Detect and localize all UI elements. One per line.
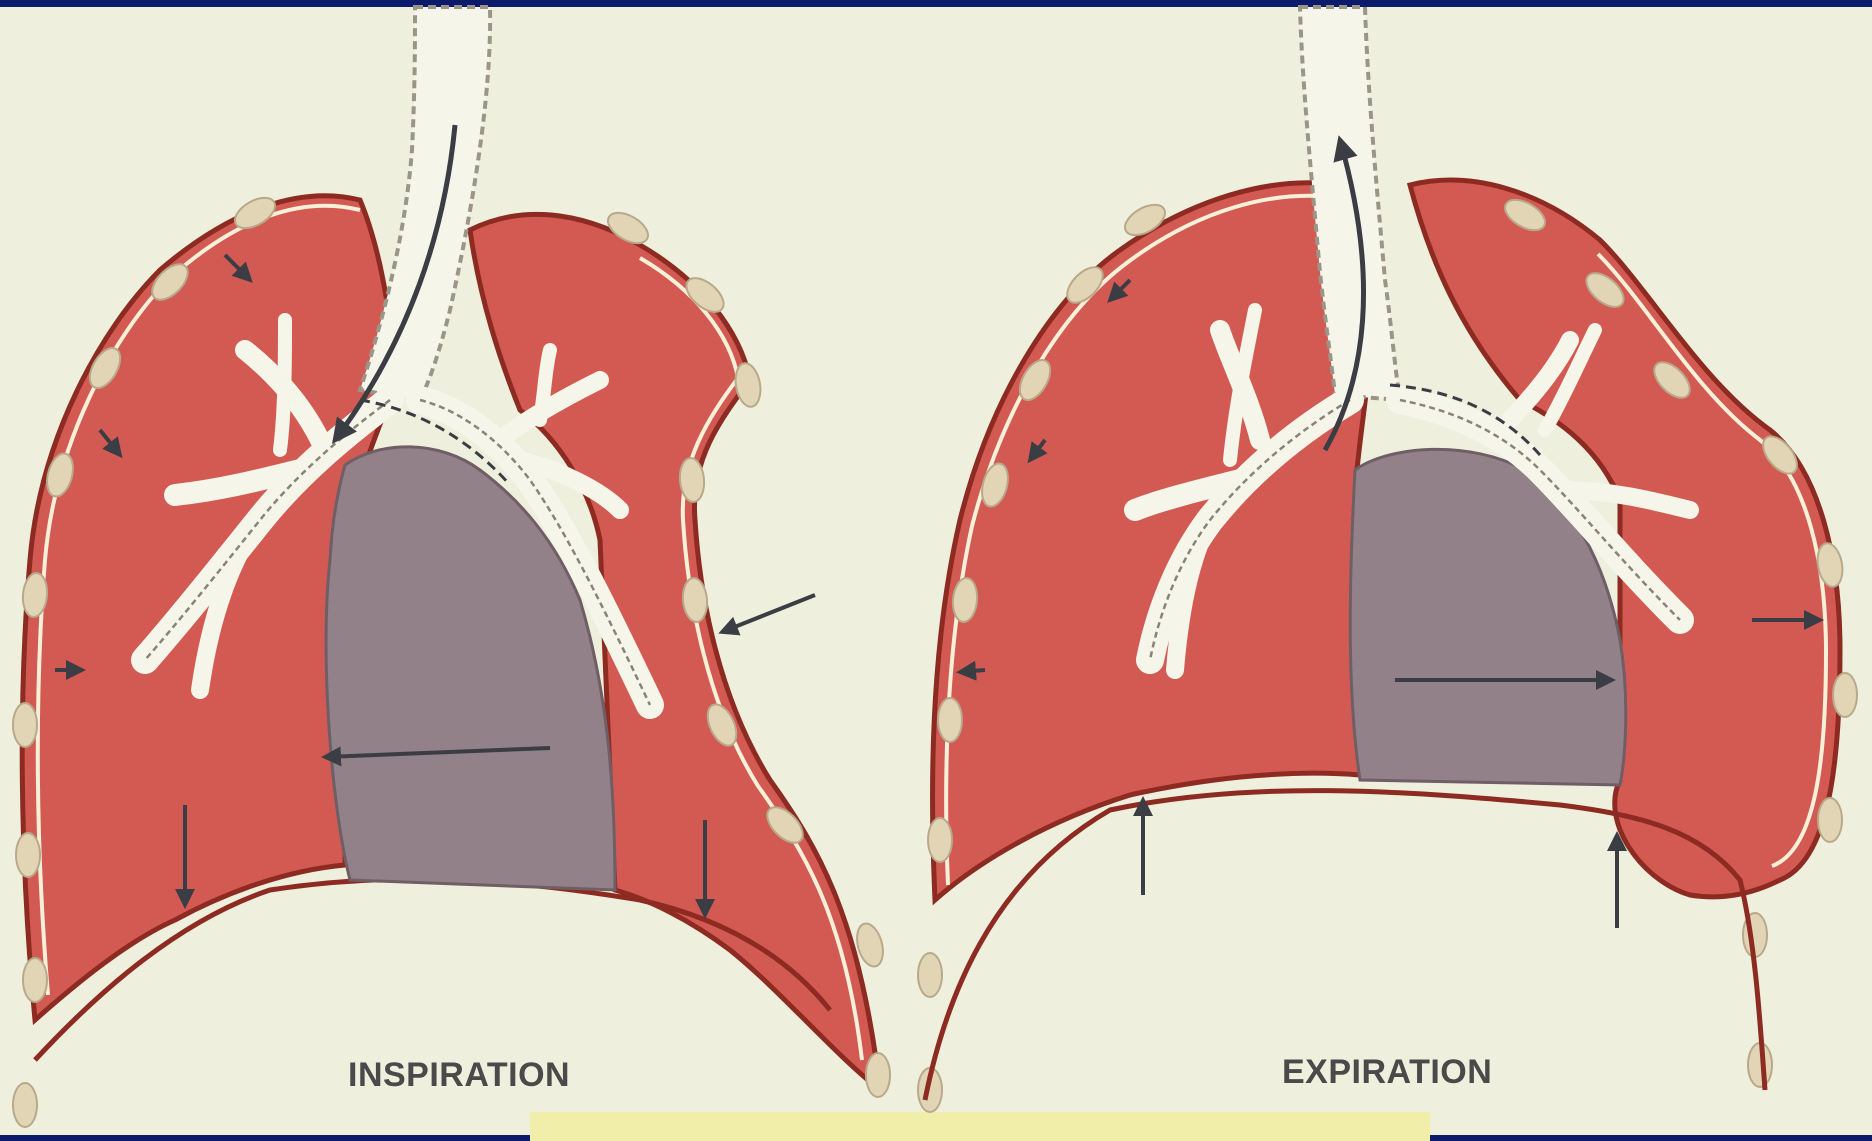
highlight-strip <box>530 1112 1430 1141</box>
inspiration-label: INSPIRATION <box>348 1056 570 1094</box>
expiration-label: EXPIRATION <box>1282 1053 1492 1091</box>
